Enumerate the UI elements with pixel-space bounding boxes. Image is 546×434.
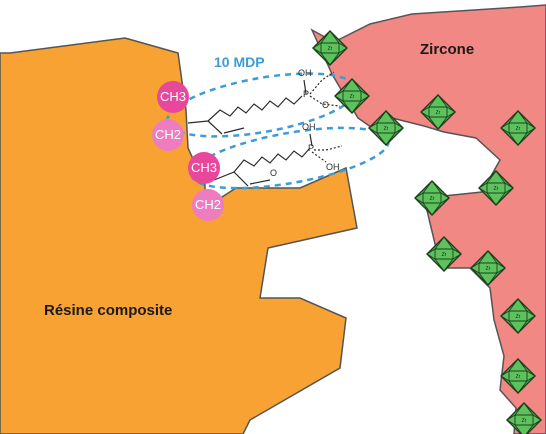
zr-crystal-label: Zr: [350, 94, 355, 100]
zr-crystal-icon: Zr: [506, 402, 542, 434]
ch-group-1: CH3: [157, 81, 189, 113]
zr-crystal-icon: Zr: [368, 110, 404, 146]
molecule-2-oh-bottom-label: OH: [326, 162, 340, 172]
zr-crystal-label: Zr: [430, 196, 435, 202]
zr-crystal-label: Zr: [486, 266, 491, 272]
resin-composite-region: [0, 37, 358, 434]
resin-label: Résine composite: [44, 302, 172, 319]
ch-group-3: CH3: [188, 152, 220, 184]
zr-crystal-label: Zr: [516, 126, 521, 132]
zr-crystal-label: Zr: [522, 418, 527, 424]
zr-crystal-label: Zr: [442, 252, 447, 258]
mdp-molecule-2: [213, 133, 343, 187]
zr-crystal-icon: Zr: [426, 236, 462, 272]
zr-crystal-icon: Zr: [414, 180, 450, 216]
zr-crystal-icon: Zr: [470, 250, 506, 286]
zr-crystal-icon: Zr: [334, 78, 370, 114]
zr-crystal-label: Zr: [384, 126, 389, 132]
ch-group-2-label: CH2: [155, 127, 181, 142]
molecule-1-o-label: O: [322, 100, 329, 110]
ch-group-4: CH2: [192, 189, 224, 221]
zr-crystal-label: Zr: [516, 374, 521, 380]
mdp-label: 10 MDP: [214, 54, 265, 70]
zr-crystal-label: Zr: [436, 110, 441, 116]
mdp-molecule-outline-1: [166, 72, 358, 138]
mdp-molecule-1: [187, 71, 341, 135]
zr-crystal-icon: Zr: [478, 170, 514, 206]
zr-crystal-label: Zr: [328, 46, 333, 52]
zr-crystal-icon: Zr: [420, 94, 456, 130]
molecule-2-p-label: P: [308, 143, 314, 153]
ch-group-3-label: CH3: [191, 160, 217, 175]
zirconia-label: Zircone: [420, 41, 474, 58]
ch-group-4-label: CH2: [195, 197, 221, 212]
zr-crystal-label: Zr: [516, 314, 521, 320]
molecule-2-o-label: O: [270, 168, 277, 178]
zr-crystal-icon: Zr: [312, 30, 348, 66]
ch-group-1-label: CH3: [160, 89, 186, 104]
zr-crystal-icon: Zr: [500, 358, 536, 394]
zr-crystal-icon: Zr: [500, 110, 536, 146]
zr-crystal-label: Zr: [494, 186, 499, 192]
zr-crystal-icon: Zr: [500, 298, 536, 334]
molecule-1-p-label: P: [303, 89, 309, 99]
molecule-2-oh-top-label: OH: [302, 122, 316, 132]
ch-group-2: CH2: [152, 119, 184, 151]
molecule-1-oh-label: OH: [298, 68, 312, 78]
